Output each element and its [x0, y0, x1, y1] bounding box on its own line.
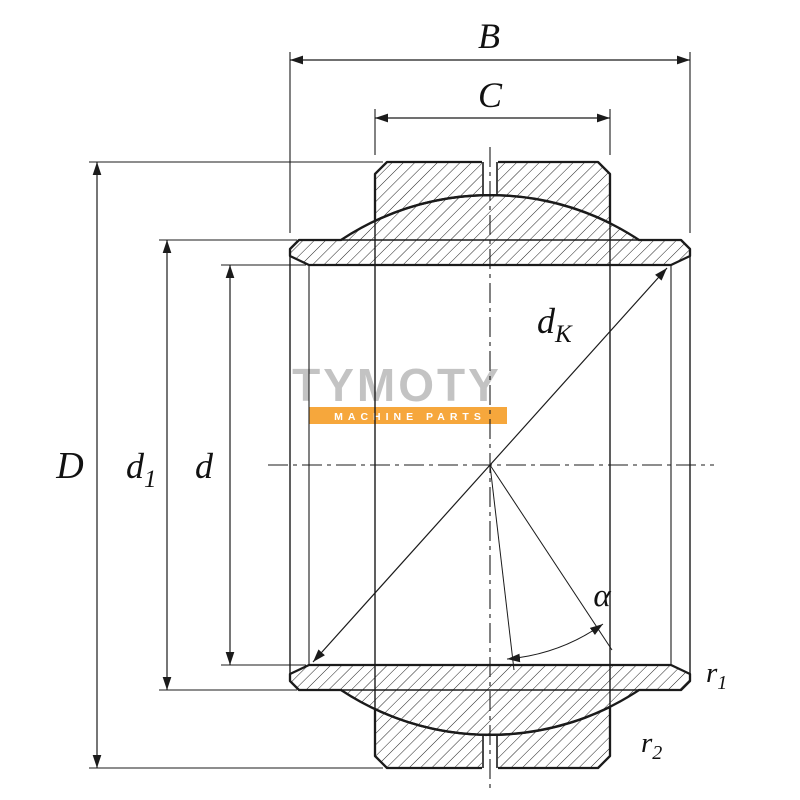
dimension-B: B: [289, 16, 691, 233]
dimension-C: C: [374, 75, 611, 155]
label-d: d: [195, 446, 214, 486]
label-r1-base: r: [706, 657, 718, 689]
chamfer-labels: r1 r2: [641, 657, 727, 764]
label-d1: d1: [126, 446, 157, 493]
label-r2: r2: [641, 727, 662, 764]
label-d1-base: d: [126, 446, 145, 486]
label-d1-subscript: 1: [144, 466, 157, 493]
label-D: D: [55, 445, 83, 487]
label-dK-base: d: [537, 301, 556, 341]
dimension-d1: d1: [126, 239, 297, 691]
label-dK-subscript: K: [554, 321, 573, 348]
lubrication-hole-top: [482, 160, 498, 194]
label-r1-subscript: 1: [717, 672, 727, 694]
alpha-leg-outer: [489, 464, 613, 651]
watermark: TYMOTY MACHINE PARTS: [292, 359, 507, 424]
dimension-d: d: [195, 264, 306, 666]
label-r2-base: r: [641, 727, 653, 759]
dimension-alpha: α: [489, 464, 613, 671]
label-B: B: [478, 16, 500, 56]
watermark-tagline-text: MACHINE PARTS: [334, 411, 486, 423]
label-alpha: α: [593, 578, 611, 614]
label-dK: dK: [537, 301, 573, 348]
watermark-brand-text: TYMOTY: [292, 359, 502, 411]
dimension-D: D: [55, 161, 383, 769]
label-C: C: [478, 75, 503, 115]
label-r1: r1: [706, 657, 727, 694]
label-r2-subscript: 2: [652, 742, 662, 764]
alpha-angle-arc: [506, 623, 604, 663]
